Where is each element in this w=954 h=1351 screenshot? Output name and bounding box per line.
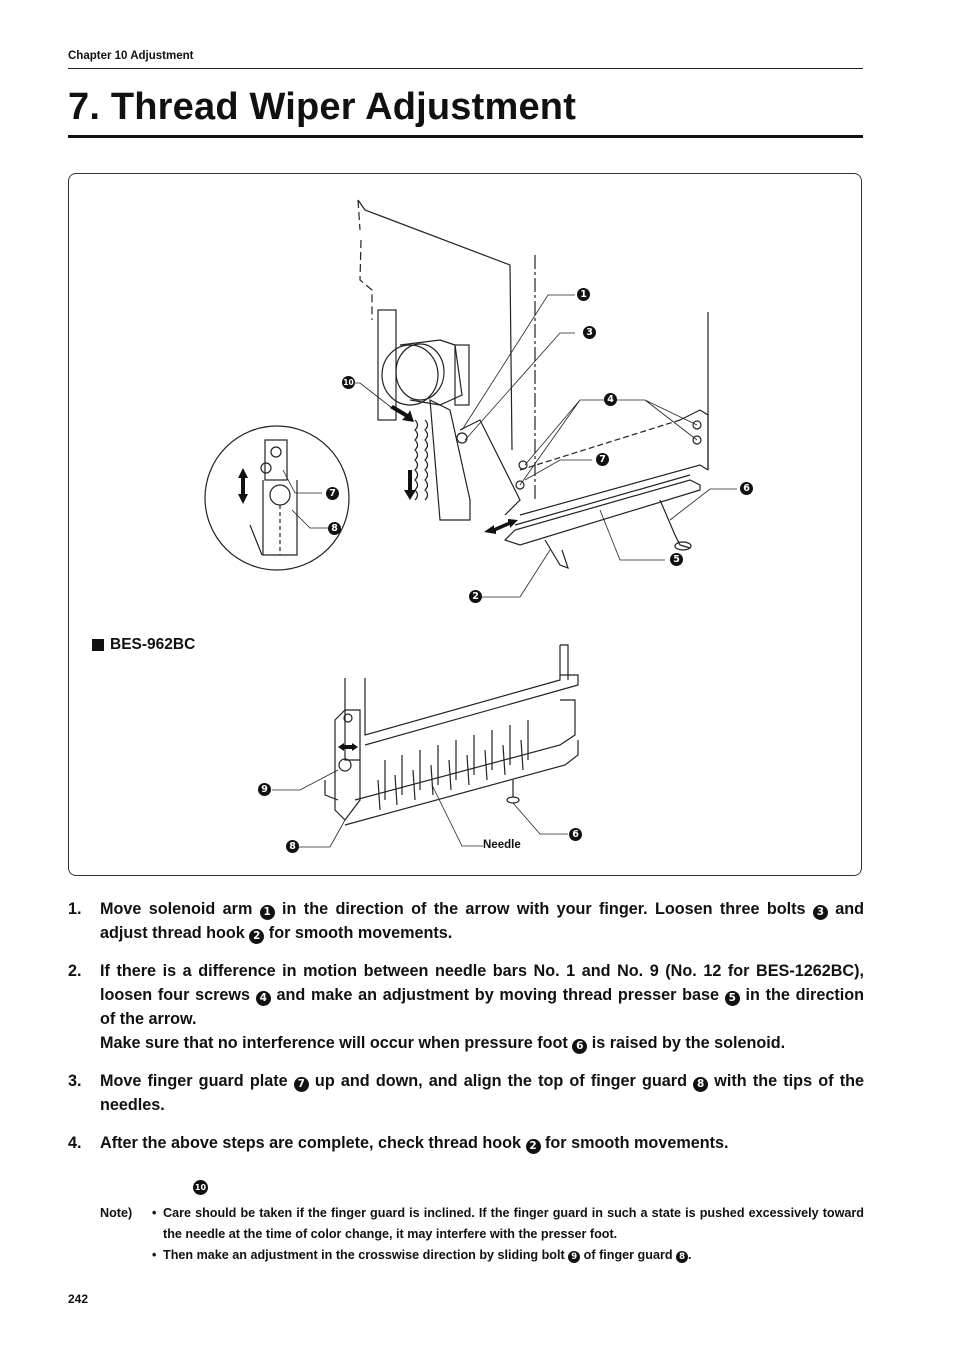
note-block: Note) • Care should be taken if the fing…: [100, 1203, 864, 1266]
bullet: •: [152, 1206, 157, 1220]
step-text-part: After the above steps are complete, chec…: [100, 1134, 526, 1152]
title-rule: [68, 135, 863, 138]
page-number: 242: [68, 1292, 89, 1306]
callout-ref: 8: [676, 1251, 689, 1264]
figure-frame: [68, 173, 862, 876]
adjustment-steps: 1. Move solenoid arm 1 in the direction …: [68, 897, 864, 1169]
callout-5: 5: [670, 553, 683, 566]
callout-6-lower: 6: [569, 828, 582, 841]
square-bullet-icon: [92, 639, 104, 651]
callout-7: 7: [596, 453, 609, 466]
step-text-part: Make sure that no interference will occu…: [100, 1034, 573, 1052]
step-number: 3.: [68, 1072, 82, 1090]
step-text-part: is raised by the solenoid.: [587, 1034, 786, 1052]
thread-wiper-illustration: [204, 199, 737, 848]
step-subtext: Make sure that no interference will occu…: [100, 1031, 864, 1055]
step-text: Move solenoid arm 1 in the direction of …: [100, 897, 864, 945]
callout-3: 3: [583, 326, 596, 339]
callout-10-standalone: 10: [193, 1180, 208, 1195]
step-4: 4. After the above steps are complete, c…: [68, 1131, 864, 1155]
callout-ref: 2: [525, 1138, 541, 1154]
step-text-part: for smooth movements.: [540, 1134, 729, 1152]
callout-8-detail: 8: [328, 522, 341, 535]
callout-4: 4: [604, 393, 617, 406]
callout-7-detail: 7: [326, 487, 339, 500]
callout-ref: 9: [568, 1251, 581, 1264]
callout-ref: 6: [572, 1038, 588, 1054]
step-number: 4.: [68, 1134, 82, 1152]
step-text-part: If there is a difference in motion betwe…: [100, 962, 864, 1004]
note-text-part: .: [688, 1248, 692, 1262]
callout-10: 10: [342, 376, 355, 389]
model-label: BES-962BC: [92, 636, 195, 654]
callout-6: 6: [740, 482, 753, 495]
note-row-2: • Then make an adjustment in the crosswi…: [152, 1245, 864, 1266]
page-title: 7. Thread Wiper Adjustment: [68, 86, 577, 128]
callout-ref: 5: [724, 990, 740, 1006]
note-text: Care should be taken if the finger guard…: [163, 1206, 864, 1241]
step-text-part: in the direction of the arrow with your …: [274, 900, 813, 918]
step-2: 2. If there is a difference in motion be…: [68, 959, 864, 1055]
needle-label: Needle: [483, 839, 521, 851]
note-row-1: Note) • Care should be taken if the fing…: [100, 1203, 864, 1245]
step-number: 1.: [68, 900, 82, 918]
header-rule: [68, 68, 863, 69]
step-text-part: Move solenoid arm: [100, 900, 260, 918]
step-text-part: and make an adjustment by moving thread …: [270, 986, 725, 1004]
step-text: After the above steps are complete, chec…: [100, 1131, 864, 1155]
step-text-part: and adjust thread hook: [100, 900, 864, 942]
step-text-part: for smooth movements.: [264, 924, 453, 942]
callout-ref: 7: [293, 1076, 309, 1092]
chapter-header: Chapter 10 Adjustment: [68, 50, 194, 62]
callout-ref: 2: [249, 928, 265, 944]
note-text: Then make an adjustment in the crosswise…: [163, 1245, 864, 1266]
callout-8-lower: 8: [286, 840, 299, 853]
callout-ref: 8: [693, 1076, 709, 1092]
step-text-part: with the tips of the needles.: [100, 1072, 864, 1114]
step-text: If there is a difference in motion betwe…: [100, 959, 864, 1055]
callout-1: 1: [577, 288, 590, 301]
step-text-part: up and down, and align the top of finger…: [308, 1072, 694, 1090]
callout-ref: 1: [259, 904, 275, 920]
note-text-part: of finger guard: [580, 1248, 677, 1262]
step-text-part: in the direction of the arrow.: [100, 986, 864, 1028]
callout-ref: 4: [255, 990, 271, 1006]
step-number: 2.: [68, 962, 82, 980]
callout-ref: 3: [812, 904, 828, 920]
model-label-text: BES-962BC: [110, 636, 196, 653]
note-text-part: Then make an adjustment in the crosswise…: [163, 1248, 569, 1262]
step-3: 3. Move finger guard plate 7 up and down…: [68, 1069, 864, 1117]
step-1: 1. Move solenoid arm 1 in the direction …: [68, 897, 864, 945]
callout-2: 2: [469, 590, 482, 603]
callout-9: 9: [258, 783, 271, 796]
note-label: Note): [100, 1206, 133, 1220]
bullet: •: [152, 1248, 157, 1262]
step-text-part: Move finger guard plate: [100, 1072, 294, 1090]
step-text: Move finger guard plate 7 up and down, a…: [100, 1069, 864, 1117]
